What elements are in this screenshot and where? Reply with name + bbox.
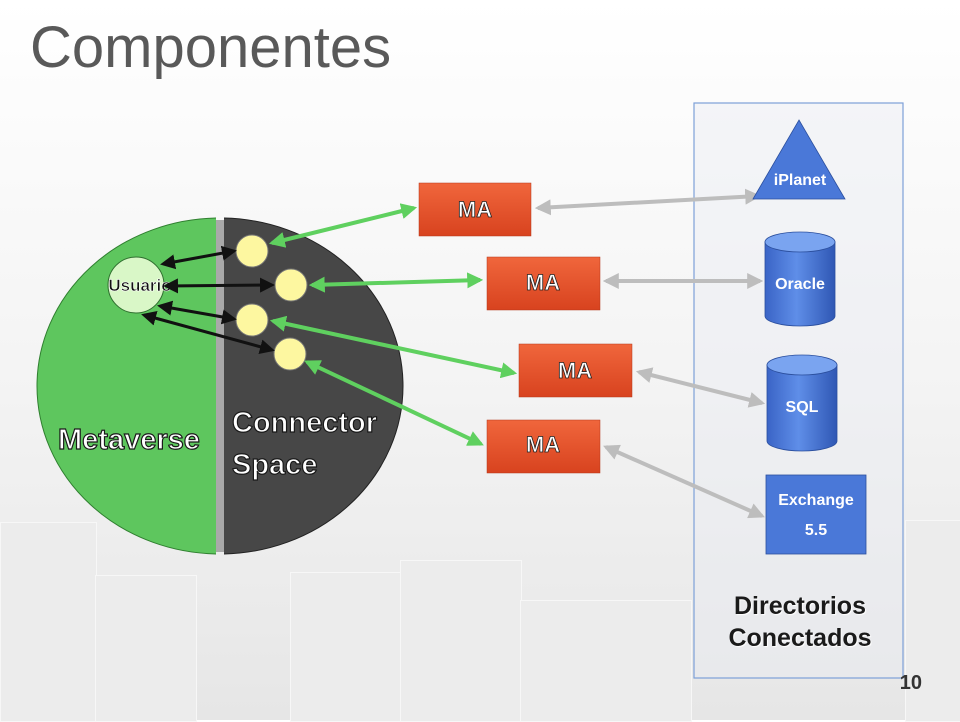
background-tile — [95, 575, 197, 722]
join-arrow — [141, 310, 275, 355]
ma-label: MA — [458, 197, 492, 222]
ma-link-arrow — [268, 203, 418, 248]
iplanet-label: iPlanet — [774, 172, 827, 189]
exchange-label-line1: Exchange — [778, 492, 854, 509]
directory-link-arrow — [603, 444, 765, 519]
ma-label: MA — [526, 270, 560, 295]
metaverse-label: Metaverse — [58, 424, 200, 456]
slide-number: 10 — [899, 672, 922, 694]
directory-link-arrow — [534, 188, 762, 216]
join-arrow — [160, 245, 237, 270]
user-object-label: Usuario — [108, 276, 171, 295]
connector-space-label-line2: Space — [232, 449, 317, 481]
connector-object-icon — [273, 337, 307, 371]
connector-object-icon — [274, 268, 308, 302]
directory-link-arrow — [635, 367, 766, 408]
oracle-database-icon — [764, 231, 836, 327]
management-agent-box — [518, 343, 633, 398]
background-tile — [905, 520, 960, 722]
exchange-directory-icon — [765, 474, 867, 555]
join-arrow — [163, 277, 275, 294]
ma-label: MA — [558, 358, 592, 383]
background-tile — [520, 600, 692, 722]
connected-directories-line2: Conectados — [728, 624, 872, 652]
page-title: Componentes — [30, 15, 392, 80]
space-divider — [216, 220, 224, 552]
management-agent-box — [486, 419, 601, 474]
background-tile — [0, 522, 97, 722]
oracle-label: Oracle — [775, 276, 825, 293]
connector-object-icon — [235, 303, 269, 337]
sql-label: SQL — [786, 399, 819, 416]
exchange-label-line2: 5.5 — [805, 522, 827, 539]
connected-directories-label: Directorios Conectados — [700, 590, 900, 654]
iplanet-directory-icon — [752, 119, 846, 200]
ma-link-arrow — [304, 360, 484, 446]
ma-label: MA — [526, 432, 560, 457]
connected-directories-line1: Directorios — [734, 592, 866, 620]
ma-link-arrow — [308, 272, 484, 293]
connector-object-icon — [235, 234, 269, 268]
management-agent-box — [486, 256, 601, 311]
connector-space-label-line1: Connector — [232, 407, 377, 439]
management-agent-box — [418, 182, 532, 237]
sql-database-icon — [766, 354, 838, 452]
